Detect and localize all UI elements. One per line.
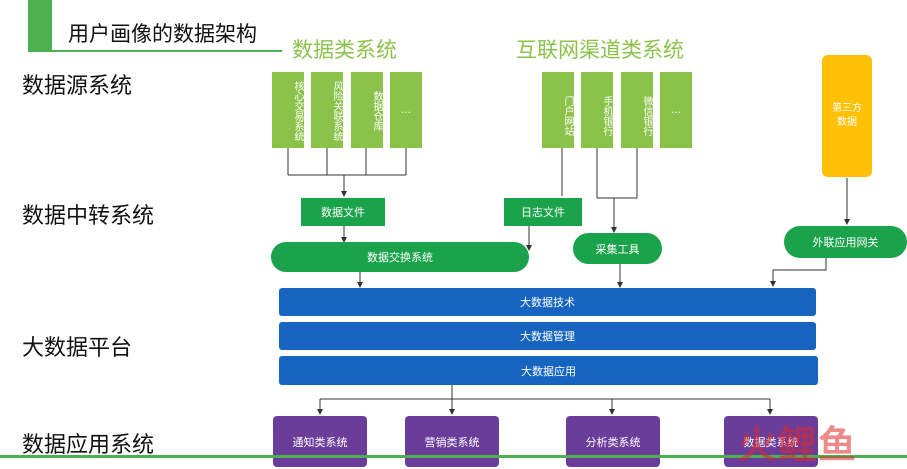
source-risk-relation: 风险关联系统 xyxy=(311,72,343,148)
app-notification-system: 通知类系统 xyxy=(273,416,367,467)
transit-external-gateway: 外联应用网关 xyxy=(784,226,907,258)
source-portal-website: 门户网站 xyxy=(542,72,574,148)
transit-data-file: 数据文件 xyxy=(301,198,385,226)
title-underline xyxy=(52,50,282,52)
layer-label-platform: 大数据平台 xyxy=(22,336,133,361)
app-data-system: 数据类系统 xyxy=(724,416,818,467)
source-data-more: … xyxy=(390,72,422,148)
watermark-logo: 火鲤鱼 xyxy=(738,423,859,467)
group-title-data: 数据类系统 xyxy=(292,38,397,62)
app-marketing-system: 营销类系统 xyxy=(405,416,499,467)
source-third-party: 第三方数据 xyxy=(822,55,872,177)
source-mobile-banking: 手机银行 xyxy=(581,72,613,148)
platform-bigdata-application: 大数据应用 xyxy=(279,356,818,385)
third-party-label: 第三方数据 xyxy=(832,103,862,128)
source-wechat-banking: 微信银行 xyxy=(621,72,653,148)
transit-log-file: 日志文件 xyxy=(504,198,582,226)
group-title-internet: 互联网渠道类系统 xyxy=(516,38,684,62)
source-core-trading: 核心交易系统 xyxy=(272,72,304,148)
title-accent-bar xyxy=(28,0,52,52)
page-title: 用户画像的数据架构 xyxy=(68,22,257,46)
source-internet-more: … xyxy=(660,72,692,148)
layer-label-app: 数据应用系统 xyxy=(22,433,155,458)
layer-label-transit: 数据中转系统 xyxy=(22,204,155,229)
layer-label-source: 数据源系统 xyxy=(22,74,133,99)
transit-exchange-system: 数据交换系统 xyxy=(271,242,529,272)
platform-bigdata-management: 大数据管理 xyxy=(279,322,816,350)
source-data-warehouse: 数据仓库 xyxy=(351,72,383,148)
bottom-divider xyxy=(0,455,907,458)
app-analysis-system: 分析类系统 xyxy=(566,416,660,467)
platform-bigdata-tech: 大数据技术 xyxy=(279,288,816,316)
transit-collector-tool: 采集工具 xyxy=(573,233,662,264)
